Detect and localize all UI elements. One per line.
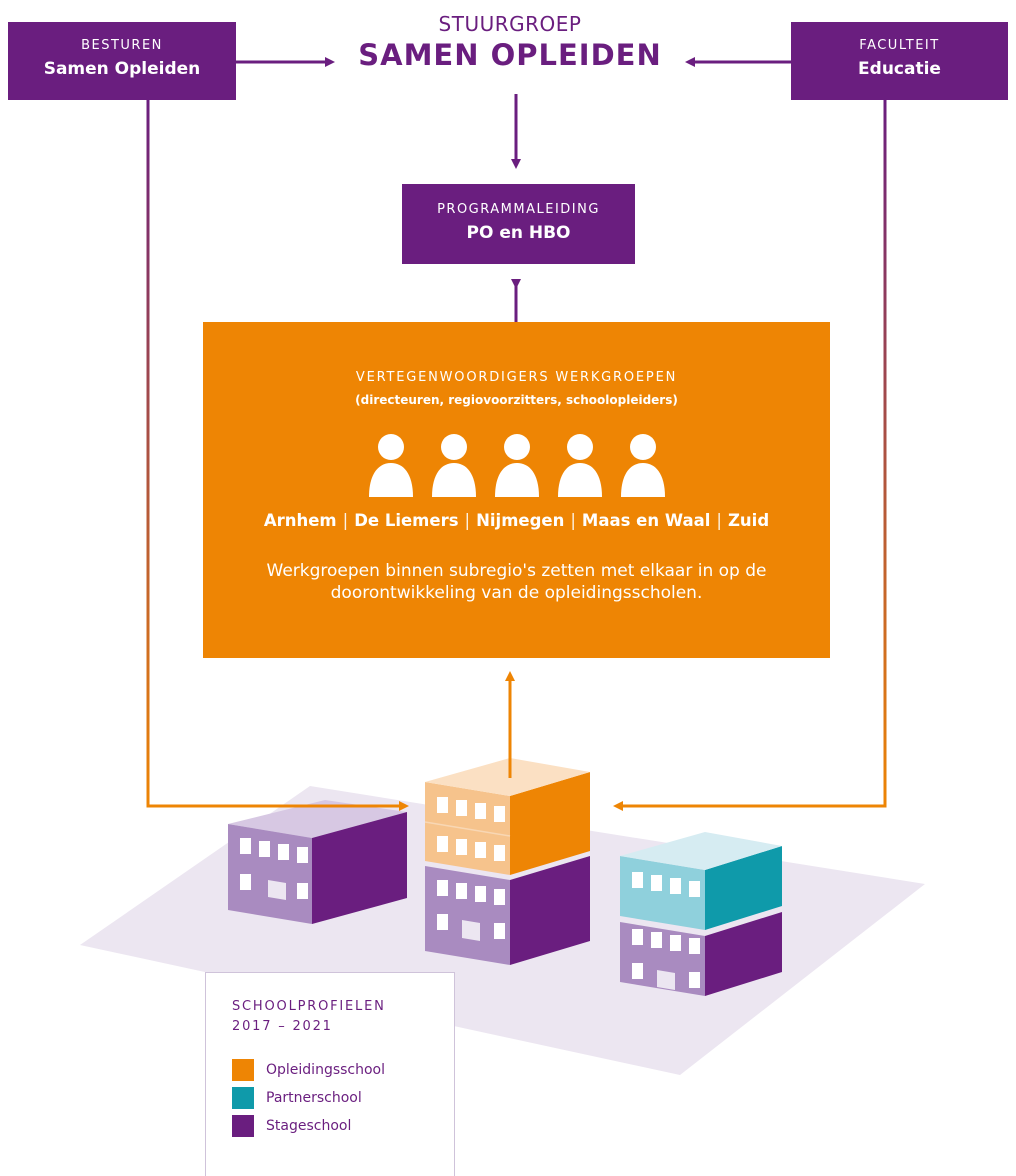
stuurgroep-kicker: STUURGROEP [438, 12, 582, 36]
programmaleiding-kicker: PROGRAMMALEIDING [437, 202, 600, 217]
region-de-liemers: De Liemers [354, 511, 459, 530]
person-icon [431, 434, 476, 497]
legend-label-partnerschool: Partnerschool [266, 1090, 362, 1106]
programmaleiding-title: PO en HBO [466, 223, 571, 243]
legend-period: 2017 – 2021 [232, 1019, 333, 1034]
werkgroepen-kicker: VERTEGENWOORDIGERS WERKGROEPEN [355, 370, 678, 385]
faculteit-kicker: FACULTEIT [859, 38, 940, 53]
legend-item-partnerschool: Partnerschool [232, 1087, 454, 1109]
besturen-box: BESTUREN Samen Opleiden [8, 22, 236, 100]
region-separator: | [570, 511, 576, 530]
werkgroepen-description: Werkgroepen binnen subregio's zetten met… [266, 561, 767, 603]
building-partnerschool [620, 832, 782, 996]
region-arnhem: Arnhem [263, 511, 337, 530]
faculteit-title: Educatie [858, 59, 941, 79]
person-icon [557, 434, 602, 497]
legend-swatch-purple [232, 1115, 254, 1137]
person-icon [620, 434, 665, 497]
legend-label-opleidingsschool: Opleidingsschool [266, 1062, 386, 1078]
legend-swatch-teal [232, 1087, 254, 1109]
people-icons [367, 433, 667, 497]
stuurgroep-title: SAMEN OPLEIDEN [358, 38, 662, 72]
building-opleidingsschool [424, 758, 590, 965]
line-besturen-to-school [146, 100, 409, 811]
region-separator: | [716, 511, 722, 530]
person-icon [494, 434, 539, 497]
besturen-kicker: BESTUREN [81, 38, 163, 53]
besturen-title: Samen Opleiden [43, 59, 201, 79]
region-list: Arnhem | De Liemers | Nijmegen | Maas en Waal |… [203, 511, 830, 530]
region-maas-en-waal: Maas en Waal [581, 511, 711, 530]
legend-item-stageschool: Stageschool [232, 1115, 454, 1137]
region-nijmegen: Nijmegen [476, 511, 565, 530]
werkgroepen-subtitle: (directeuren, regiovoorzitters, schoolop… [355, 393, 678, 407]
region-zuid: Zuid [727, 511, 770, 530]
legend-title: SCHOOLPROFIELEN [232, 999, 386, 1014]
faculteit-box: FACULTEIT Educatie [791, 22, 1008, 100]
werkgroepen-box: VERTEGENWOORDIGERS WERKGROEPEN (directeu… [203, 322, 830, 658]
line-faculteit-to-school [613, 100, 887, 811]
legend-swatch-orange [232, 1059, 254, 1081]
region-separator: | [464, 511, 471, 530]
legend-label-stageschool: Stageschool [266, 1118, 352, 1134]
building-stageschool-left [228, 800, 407, 924]
stuurgroep-heading: STUURGROEP SAMEN OPLEIDEN [340, 12, 680, 72]
region-separator: | [342, 511, 349, 530]
legend-item-opleidingsschool: Opleidingsschool [232, 1059, 454, 1081]
legend-box: SCHOOLPROFIELEN 2017 – 2021 Opleidingssc… [205, 972, 455, 1176]
person-icon [368, 434, 413, 497]
programmaleiding-box: PROGRAMMALEIDING PO en HBO [402, 184, 635, 264]
